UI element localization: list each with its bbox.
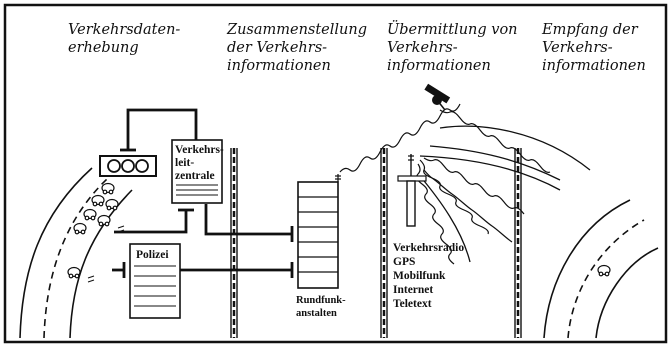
rundfunk-label: Rundfunk- anstalten [296, 295, 348, 319]
transmission-tower [397, 154, 427, 227]
road-to-zentrale-line [114, 210, 188, 234]
coverage-lines [419, 125, 591, 263]
column-divider [380, 148, 388, 338]
car-icon [97, 214, 111, 227]
header-uebermittlung: Übermittlung von Verkehrs- informationen [387, 20, 522, 74]
zentrale-to-detector-line [126, 108, 198, 150]
polizei-box: Polizei [129, 243, 181, 319]
car-icon [101, 182, 115, 195]
polizei-label: Polizei [136, 249, 169, 261]
zentrale-label: Verkehrs- leit- zentrale [175, 144, 227, 182]
right-road [543, 199, 659, 339]
zentrale-to-rundfunk-line [204, 204, 292, 236]
verkehrsleitzentrale-box: Verkehrs- leit- zentrale [171, 139, 227, 204]
car-icon [105, 198, 119, 211]
column-divider [514, 148, 522, 338]
signal-light-icon [107, 159, 121, 173]
header-zusammenstellung: Zusammenstellung der Verkehrs- informati… [226, 22, 372, 74]
traffic-detector [99, 155, 157, 177]
antenna-icon [335, 174, 341, 182]
media-list: Verkehrsradio GPS Mobilfunk Internet Tel… [393, 242, 467, 310]
car-icon [67, 266, 81, 279]
car-icon [91, 194, 105, 207]
signal-light-icon [121, 159, 135, 173]
car-icon [73, 222, 87, 235]
satellite-icon [424, 83, 451, 111]
car-icons [67, 182, 119, 279]
column-divider [230, 148, 238, 338]
car-icon [83, 208, 97, 221]
signal-light-icon [135, 159, 149, 173]
rundfunkanstalten-building: Rundfunk- anstalten [296, 174, 348, 319]
car-icon [597, 264, 611, 277]
connector-lines [112, 108, 294, 278]
left-road [19, 167, 133, 339]
header-erhebung: Verkehrsdaten- erhebung [68, 22, 185, 56]
outer-frame [3, 3, 668, 344]
sensor-ticks [87, 225, 125, 283]
header-empfang: Empfang der Verkehrs- informationen [541, 22, 646, 74]
